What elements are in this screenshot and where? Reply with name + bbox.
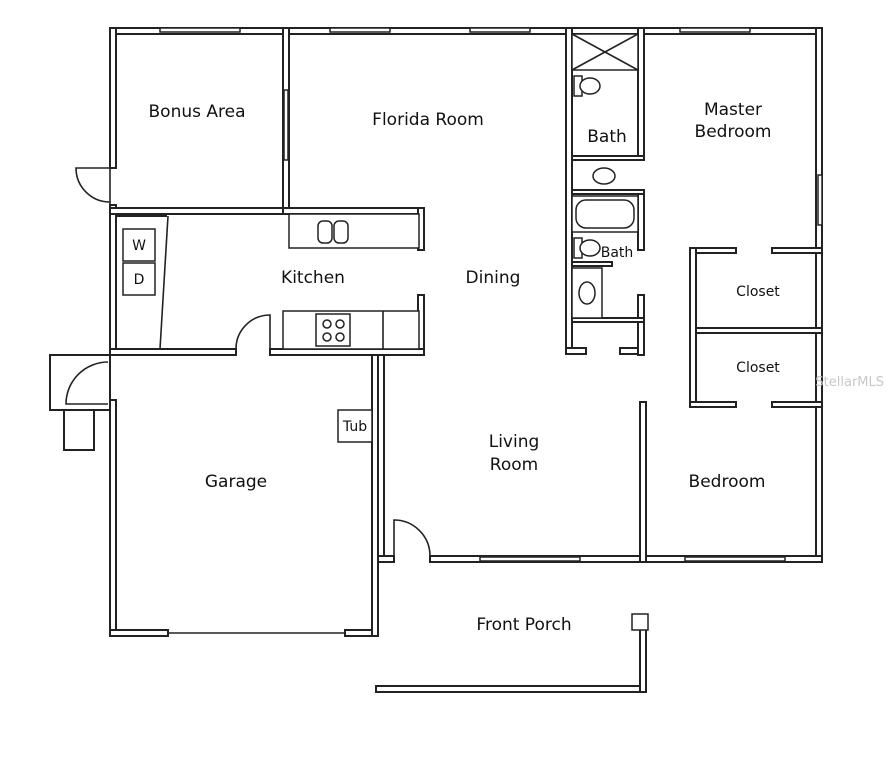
fixture-labels: W D Tub — [132, 238, 367, 435]
label-bath: Bath — [587, 127, 627, 147]
label-bedroom: Bedroom — [689, 472, 766, 492]
exterior-walls — [109, 27, 823, 637]
watermark: StellarMLS — [815, 375, 884, 390]
sink-icon — [592, 167, 616, 185]
label-bath-2: Bath — [601, 245, 634, 261]
label-washer: W — [132, 238, 146, 254]
label-living-line1: Living — [489, 432, 540, 452]
washer-icon — [122, 228, 156, 262]
label-dining: Dining — [466, 268, 521, 288]
label-master-line2: Bedroom — [695, 122, 772, 142]
label-closet-2: Closet — [736, 360, 780, 376]
label-garage: Garage — [205, 472, 267, 492]
front-porch-rail — [375, 613, 649, 693]
interior-walls — [109, 27, 823, 563]
stove-icon — [315, 313, 351, 347]
label-bonus-area: Bonus Area — [149, 102, 246, 122]
utility-tub-icon — [337, 409, 373, 443]
label-closet-1: Closet — [736, 284, 780, 300]
windows — [159, 27, 823, 562]
side-stoop — [49, 354, 111, 451]
room-labels: Bonus Area Florida Room Bath Master Bedr… — [149, 100, 781, 635]
label-kitchen: Kitchen — [281, 268, 345, 288]
label-florida-room: Florida Room — [372, 110, 484, 130]
sink-icon — [578, 281, 596, 305]
label-tub: Tub — [342, 419, 367, 435]
label-front-porch: Front Porch — [476, 615, 571, 635]
dryer-icon — [122, 262, 156, 296]
bath-fixtures — [571, 33, 639, 319]
label-living-line2: Room — [490, 455, 538, 475]
kitchen-fixtures — [122, 213, 420, 443]
label-dryer: D — [134, 272, 145, 288]
label-master-line1: Master — [704, 100, 762, 120]
